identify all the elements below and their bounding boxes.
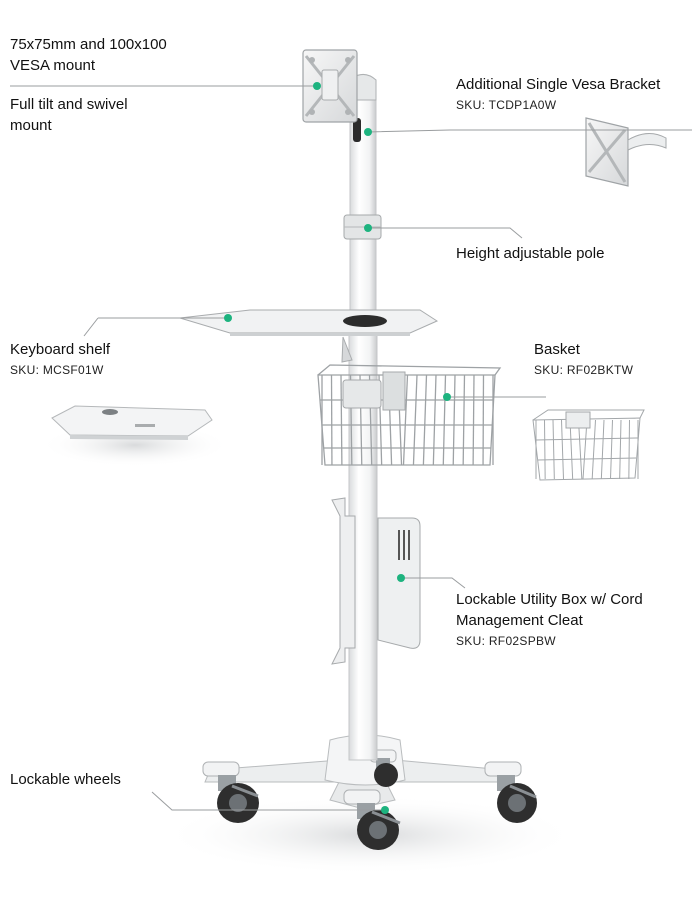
tilt-swivel-label: Full tilt and swivel mount xyxy=(10,94,128,136)
wheels-label: Lockable wheels xyxy=(10,771,121,788)
vesa-bracket-sku: SKU: TCDP1A0W xyxy=(456,98,557,112)
basket xyxy=(317,364,502,466)
utility-box-label-line1: Lockable Utility Box w/ Cord xyxy=(456,591,643,608)
wire-bar xyxy=(610,419,613,480)
wire-bar xyxy=(552,419,555,480)
wire-bar xyxy=(619,419,622,480)
leader-lines xyxy=(10,85,692,811)
dot-pole xyxy=(364,224,372,232)
vesa-mount-label: 75x75mm and 100x100 VESA mount xyxy=(10,34,167,76)
dot-vesa xyxy=(313,82,321,90)
wire-bar xyxy=(432,374,437,466)
keyboard-shelf xyxy=(179,309,439,363)
cart-base xyxy=(202,734,522,809)
wire-bar xyxy=(412,374,418,466)
wire-bar xyxy=(561,419,564,480)
wire-bar xyxy=(462,374,466,466)
vesa-bracket-thumbnail xyxy=(585,117,667,187)
wire-bar xyxy=(544,419,546,480)
caster-wheel-back xyxy=(374,758,398,787)
wire-bar xyxy=(452,374,456,466)
height-pole-label: Height adjustable pole xyxy=(456,245,605,262)
keyboard-shelf-title: Keyboard shelf xyxy=(10,341,111,358)
wire-bar xyxy=(582,419,588,480)
caster-wheel-front xyxy=(357,803,401,850)
vesa-mount xyxy=(302,49,377,123)
wire-bar xyxy=(402,374,409,466)
wire-bar xyxy=(472,374,475,466)
utility-box-label: Lockable Utility Box w/ Cord Management … xyxy=(456,589,643,631)
vesa-bracket-title: Additional Single Vesa Bracket xyxy=(456,76,661,93)
vesa-mount-label-line1: 75x75mm and 100x100 xyxy=(10,36,167,53)
wire-bar xyxy=(591,419,596,480)
caster-wheel-left xyxy=(217,775,259,823)
dot-utility xyxy=(397,574,405,582)
callout-dots xyxy=(224,82,451,814)
utility-box-label-line2: Management Cleat xyxy=(456,612,583,629)
basket-thumbnail xyxy=(532,409,645,481)
wire-bar xyxy=(340,374,343,466)
dot-basket xyxy=(443,393,451,401)
dot-shelf xyxy=(224,314,232,322)
vesa-mount-label-line2: VESA mount xyxy=(10,57,96,74)
dot-wheels xyxy=(381,806,389,814)
cord-cleat xyxy=(331,497,356,665)
wire-bar xyxy=(569,419,574,480)
wire-bar xyxy=(600,419,605,480)
wire-bar xyxy=(578,419,583,480)
caster-wheel-right xyxy=(497,775,537,823)
dot-bracket xyxy=(364,128,372,136)
utility-box xyxy=(377,517,421,649)
tilt-swivel-label-line2: mount xyxy=(10,117,52,134)
wire-bar xyxy=(628,419,630,480)
wire-bar xyxy=(442,374,447,466)
basket-title: Basket xyxy=(534,341,580,358)
tilt-swivel-label-line1: Full tilt and swivel xyxy=(10,96,128,113)
wire-bar xyxy=(422,374,428,466)
pole-handle-slot xyxy=(353,118,361,142)
basket-clamp xyxy=(342,379,382,409)
basket-sku: SKU: RF02BKTW xyxy=(534,363,634,377)
utility-box-sku: SKU: RF02SPBW xyxy=(456,634,556,648)
keyboard-shelf-thumbnail xyxy=(40,405,230,467)
basket-bracket xyxy=(382,371,406,411)
keyboard-shelf-sku: SKU: MCSF01W xyxy=(10,363,104,377)
